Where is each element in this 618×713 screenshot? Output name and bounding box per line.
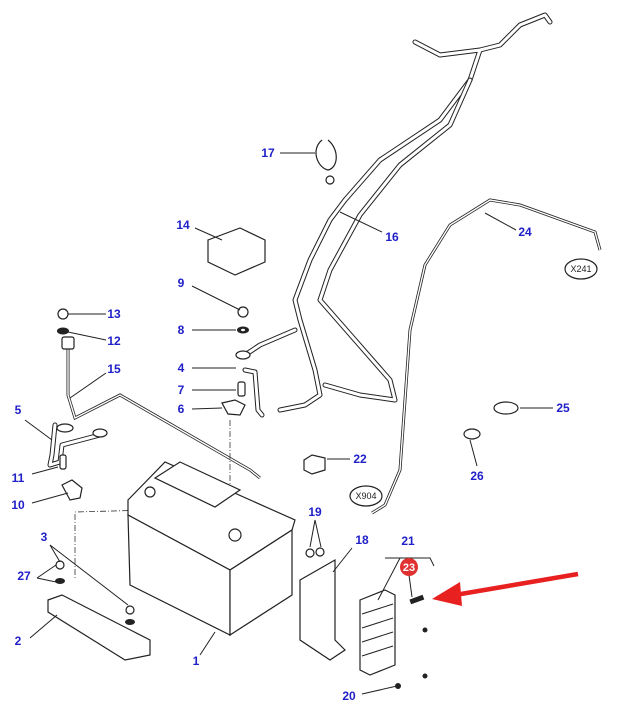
leader-lines — [24, 152, 553, 695]
cable-4 — [242, 367, 265, 418]
callout-12[interactable]: 12 — [107, 334, 121, 348]
relay-block — [359, 589, 396, 676]
bracket-2 — [47, 594, 151, 661]
callout-11[interactable]: 11 — [12, 471, 25, 485]
callout-18[interactable]: 18 — [355, 533, 369, 547]
battery — [74, 420, 296, 637]
callout-3[interactable]: 3 — [41, 530, 48, 544]
callout-26[interactable]: 26 — [470, 469, 484, 483]
callout-21[interactable]: 21 — [401, 534, 415, 548]
connector-x241 — [564, 258, 598, 280]
callout-16[interactable]: 16 — [385, 230, 399, 244]
callout-9[interactable]: 9 — [178, 276, 185, 290]
callout-4[interactable]: 4 — [178, 361, 185, 375]
callout-23-badge[interactable] — [400, 558, 418, 576]
callout-17[interactable]: 17 — [261, 146, 275, 160]
connector-x904 — [349, 485, 383, 507]
callout-13[interactable]: 13 — [107, 307, 121, 321]
connector-x904-label: X904 — [355, 491, 376, 501]
callout-25[interactable]: 25 — [556, 401, 570, 415]
callout-20[interactable]: 20 — [342, 689, 356, 703]
callout-24[interactable]: 24 — [518, 225, 532, 239]
callout-8[interactable]: 8 — [178, 323, 185, 337]
callout-22[interactable]: 22 — [353, 452, 367, 466]
cable-harness-16 — [242, 12, 553, 413]
callout-5[interactable]: 5 — [15, 403, 22, 417]
callout-14[interactable]: 14 — [176, 218, 190, 232]
callout-10[interactable]: 10 — [11, 498, 25, 512]
callout-7[interactable]: 7 — [178, 383, 185, 397]
callout-6[interactable]: 6 — [178, 402, 185, 416]
callout-1[interactable]: 1 — [193, 654, 200, 668]
callouts: 1 2 3 4 5 6 7 8 9 10 11 12 13 14 15 16 1… — [11, 146, 570, 703]
callout-27[interactable]: 27 — [17, 569, 31, 583]
small-parts — [55, 139, 519, 689]
cable-15 — [61, 336, 261, 480]
callout-19[interactable]: 19 — [308, 505, 322, 519]
callout-15[interactable]: 15 — [107, 362, 121, 376]
callout-23[interactable]: 23 — [403, 562, 415, 574]
connector-x241-label: X241 — [570, 264, 591, 274]
cable-24 — [371, 198, 602, 515]
cable-5 — [47, 422, 108, 468]
callout-2[interactable]: 2 — [15, 634, 22, 648]
red-arrow-pointer — [432, 571, 579, 606]
plate-18 — [299, 558, 346, 661]
